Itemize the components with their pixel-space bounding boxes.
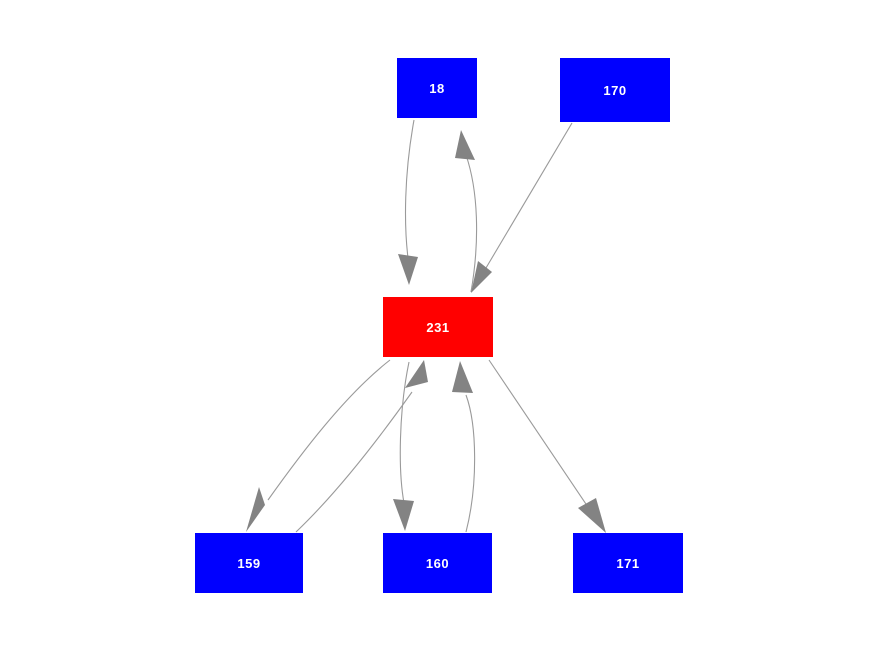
- node-label: 171: [616, 555, 640, 571]
- edge-231-to-159: [246, 359, 391, 532]
- edge-160-to-231: [452, 361, 476, 533]
- node-label: 159: [237, 555, 261, 571]
- edge-line: [399, 361, 410, 504]
- graph-node-231[interactable]: 231: [383, 297, 493, 357]
- graph-node-171[interactable]: 171: [573, 533, 683, 593]
- arrowhead-icon: [455, 130, 475, 160]
- node-label: 160: [425, 555, 450, 571]
- edge-170-to-231: [471, 122, 573, 293]
- arrowhead-icon: [452, 361, 473, 393]
- arrowhead-icon: [398, 254, 418, 285]
- arrowhead-icon: [246, 487, 265, 532]
- edge-line: [465, 154, 478, 293]
- edge-159-to-231: [295, 360, 428, 533]
- edge-line: [267, 359, 391, 501]
- edge-line: [295, 391, 413, 533]
- arrowhead-icon: [578, 498, 606, 533]
- arrowhead-icon: [393, 499, 414, 531]
- graph-node-170[interactable]: 170: [560, 58, 670, 122]
- node-label: 231: [426, 319, 450, 335]
- edge-231-to-18: [455, 130, 478, 293]
- arrowhead-icon: [405, 360, 428, 388]
- graph-node-159[interactable]: 159: [195, 533, 303, 593]
- edge-231-to-160: [393, 361, 414, 531]
- edge-18-to-231: [398, 119, 418, 285]
- edge-line: [404, 119, 415, 259]
- edge-line: [482, 122, 573, 274]
- graph-node-18[interactable]: 18: [397, 58, 477, 118]
- edge-231-to-171: [488, 359, 606, 533]
- edge-line: [465, 394, 476, 533]
- edge-line: [488, 359, 591, 511]
- node-label: 18: [429, 80, 445, 96]
- graph-node-160[interactable]: 160: [383, 533, 492, 593]
- node-label: 170: [603, 82, 627, 98]
- arrowhead-icon: [471, 261, 492, 293]
